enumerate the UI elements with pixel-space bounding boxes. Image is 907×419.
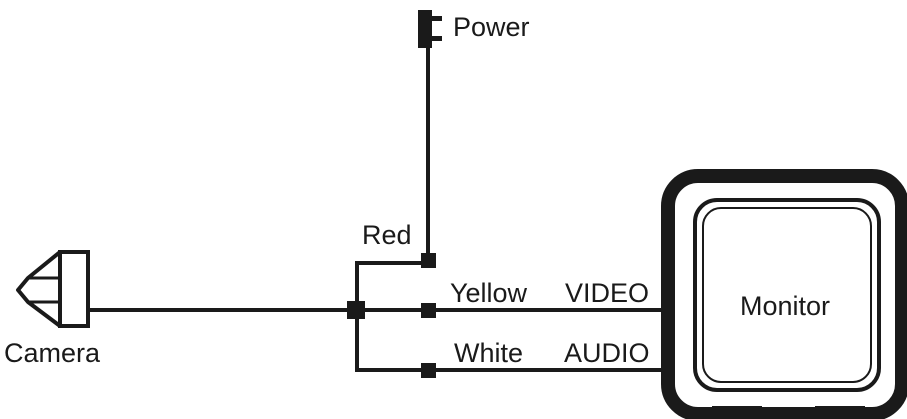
video-label: VIDEO (565, 278, 649, 308)
monitor-label: Monitor (740, 291, 830, 321)
red-branch-wire (355, 261, 430, 372)
power-plug-icon (418, 10, 442, 48)
yellow-connector (421, 303, 436, 318)
audio-label: AUDIO (564, 338, 650, 368)
splitter-junction (347, 301, 365, 319)
camera-label: Camera (4, 338, 101, 368)
power-label: Power (453, 12, 530, 42)
monitor-icon (661, 169, 907, 419)
white-label: White (454, 338, 523, 368)
yellow-label: Yellow (450, 278, 528, 308)
camera-icon (16, 250, 90, 328)
red-connector (421, 253, 436, 268)
white-connector (421, 363, 436, 378)
red-label: Red (362, 220, 412, 250)
